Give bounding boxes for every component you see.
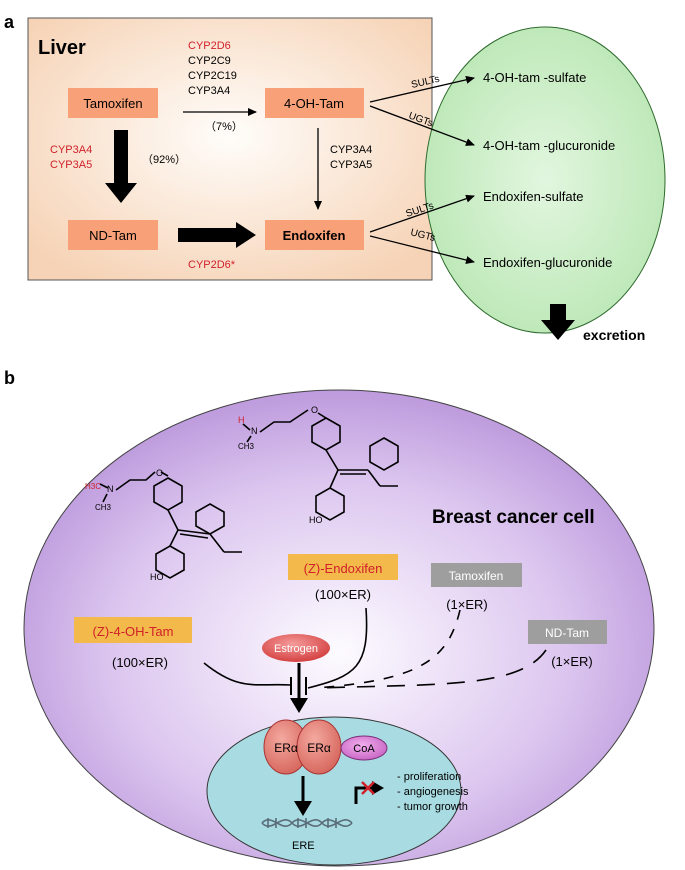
excretion-arrow (541, 304, 575, 340)
panel-b-label: b (4, 368, 15, 388)
er-alpha-1-label: ERα (274, 741, 298, 755)
tamoxifen-box (431, 563, 522, 587)
outcome-tumor-growth: - tumor growth (397, 801, 468, 813)
inhibition-line-endoxifen (307, 607, 368, 689)
node-endoxifen (265, 220, 364, 250)
block-cross-2 (361, 781, 375, 795)
struct1-ho: HO (150, 572, 164, 582)
structure-4-oh-tam: H3C N CH3 O HO (85, 468, 242, 582)
structure-endoxifen: H N CH3 O HO (238, 405, 399, 525)
arrow-to-4-oh-tam-sulfate (369, 75, 475, 103)
coa-label: CoA (353, 743, 375, 755)
percent-top: （7%） (205, 120, 243, 133)
struct1-ch3: CH3 (95, 503, 112, 512)
metabolite-endoxifen-glucuronide: Endoxifen-glucuronide (483, 255, 612, 270)
excretion-label: excretion (583, 327, 645, 343)
transcription-arrow-head (372, 781, 384, 795)
thick-arrow-tamoxifen-to-nd-tam (105, 130, 137, 203)
node-endoxifen-label: Endoxifen (283, 228, 346, 243)
enzyme-right-2: CYP3A5 (330, 159, 372, 171)
metabolite-endoxifen-sulfate: Endoxifen-sulfate (483, 189, 583, 204)
struct2-o: O (311, 405, 318, 415)
z-4-oh-tam-label: (Z)-4-OH-Tam (93, 624, 174, 639)
node-tamoxifen-label: Tamoxifen (83, 96, 142, 111)
metabolite-4-oh-tam-glucuronide: 4-OH-tam -glucuronide (483, 138, 615, 153)
inhibition-line-tamoxifen (315, 609, 461, 689)
excretion-compartment (424, 26, 666, 334)
node-nd-tam (68, 220, 158, 250)
struct1-n: N (107, 484, 114, 494)
thick-arrow-nd-tam-to-endoxifen (178, 222, 256, 248)
outcome-angiogenesis: - angiogenesis (397, 786, 469, 798)
arrow-to-4-oh-tam-glucuronide (369, 105, 475, 146)
estrogen-label: Estrogen (274, 643, 318, 655)
node-nd-tam-label: ND-Tam (89, 228, 137, 243)
nd-tam-box (528, 620, 607, 644)
node-4-oh-tam-label: 4-OH-Tam (284, 96, 344, 111)
percent-left: （92%） (142, 153, 186, 166)
dna-helix (261, 818, 353, 828)
struct1-h3c: H3C (85, 482, 101, 491)
liver-title: Liver (38, 37, 86, 59)
node-4-oh-tam (265, 88, 364, 118)
ere-label: ERE (292, 840, 315, 852)
enzyme-left-2: CYP3A5 (50, 159, 92, 171)
enzyme-top-1: CYP2D6 (188, 40, 231, 52)
enzyme-right-1: CYP3A4 (330, 144, 372, 156)
panel-a-label: a (4, 12, 15, 32)
z-endoxifen-box (288, 554, 398, 580)
cell-title: Breast cancer cell (432, 507, 595, 528)
z-4-oh-tam-potency: (100×ER) (112, 655, 168, 670)
arrow-to-endoxifen-glucuronide (369, 235, 475, 264)
z-4-oh-tam-box (74, 617, 192, 643)
node-tamoxifen (68, 88, 158, 118)
struct2-ho: HO (309, 515, 323, 525)
enzyme-bottom: CYP2D6* (188, 259, 236, 271)
z-endoxifen-label: (Z)-Endoxifen (304, 561, 383, 576)
nd-tam-potency: (1×ER) (551, 654, 593, 669)
metabolite-4-oh-tam-sulfate: 4-OH-tam -sulfate (483, 70, 586, 85)
struct2-n: N (251, 426, 258, 436)
breast-cancer-cell (23, 389, 655, 867)
enzyme-top-2: CYP2C9 (188, 55, 231, 67)
nd-tam-label: ND-Tam (545, 626, 589, 640)
enzyme-top-4: CYP3A4 (188, 85, 230, 97)
tamoxifen-potency: (1×ER) (446, 597, 488, 612)
er-to-dna-arrow-head (294, 801, 312, 816)
struct2-ch3: CH3 (238, 442, 255, 451)
tamoxifen-label: Tamoxifen (449, 569, 504, 583)
struct2-h: H (238, 415, 245, 425)
inhibition-line-nd-tam (315, 649, 547, 689)
estrogen-ellipse (262, 634, 330, 662)
z-endoxifen-potency: (100×ER) (315, 587, 371, 602)
er-alpha-2-label: ERα (307, 741, 331, 755)
coa-ellipse (340, 735, 388, 761)
estrogen-arrow-head (290, 698, 308, 713)
outcome-proliferation: - proliferation (397, 771, 461, 783)
enzyme-left-1: CYP3A4 (50, 144, 92, 156)
struct1-o: O (156, 468, 163, 478)
enzyme-top-3: CYP2C19 (188, 70, 237, 82)
inhibition-line-4-oh-tam (203, 662, 292, 686)
arrow-to-endoxifen-sulfate (369, 194, 475, 233)
